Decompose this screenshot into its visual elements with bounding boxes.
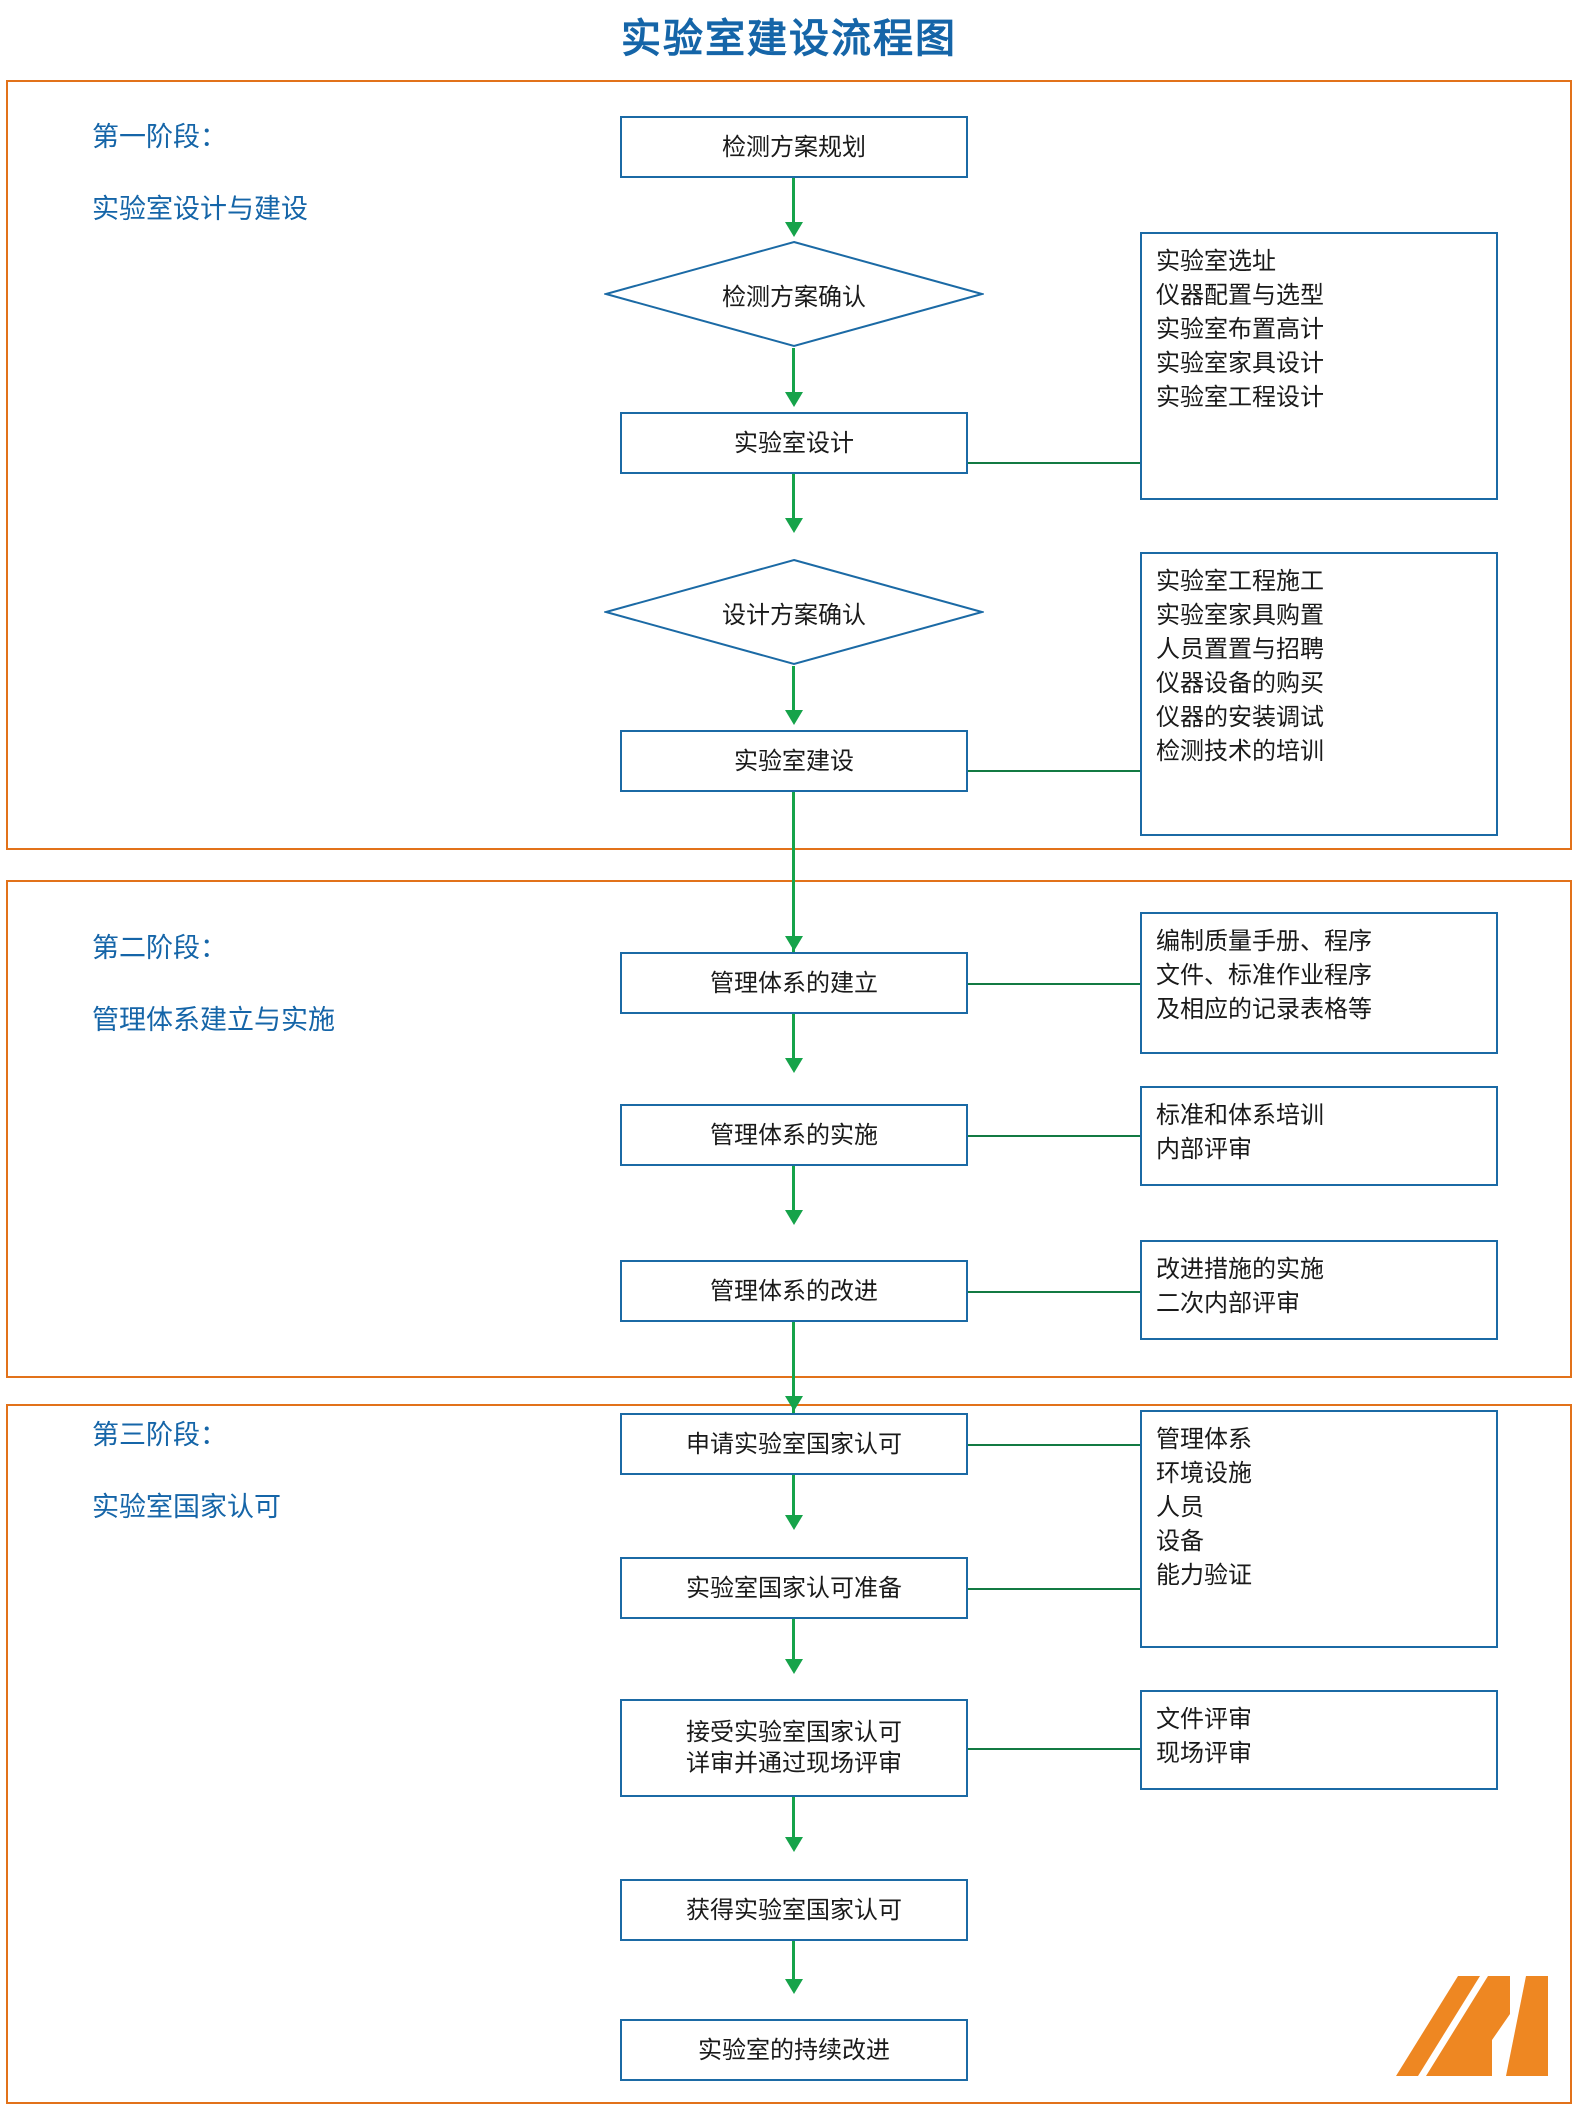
- arrowhead-n6-n7: [785, 1058, 803, 1073]
- connector-n2-n3: [792, 348, 795, 396]
- decision-label: 检测方案确认: [722, 282, 866, 311]
- detail-line: 文件、标准作业程序: [1156, 961, 1372, 990]
- detail-line: 实验室工程设计: [1156, 383, 1324, 412]
- connector-n9-detail6: [968, 1444, 1140, 1446]
- arrowhead-n3-n4: [785, 518, 803, 533]
- node-obtain-accreditation[interactable]: 获得实验室国家认可: [620, 1879, 968, 1941]
- arrowhead-n2-n3: [785, 392, 803, 407]
- connector-n11-detail7: [968, 1748, 1140, 1750]
- connector-n1-n2: [792, 178, 795, 226]
- arrowhead-n11-n12: [785, 1837, 803, 1852]
- detail-line: 管理体系: [1156, 1425, 1252, 1453]
- detail-line: 实验室工程施工: [1156, 567, 1324, 595]
- arrowhead-n7-n8: [785, 1210, 803, 1225]
- connector-stage1-stage2: [792, 792, 795, 952]
- decision-design-plan-confirm[interactable]: 设计方案确认: [604, 558, 984, 666]
- detail-box-review-types: 文件评审 现场评审: [1140, 1690, 1498, 1790]
- stage-1-label-line2: 实验室设计与建设: [92, 194, 308, 225]
- connector-n8-detail5: [968, 1291, 1140, 1293]
- detail-line: 环境设施: [1156, 1459, 1252, 1488]
- connector-n11-n12: [792, 1797, 795, 1841]
- node-lab-design[interactable]: 实验室设计: [620, 412, 968, 474]
- arrowhead-stage2-stage3: [785, 1396, 803, 1411]
- detail-line: 仪器配置与选型: [1156, 281, 1324, 310]
- node-line-2: 详审并通过现场评审: [686, 1749, 902, 1777]
- connector-n5-detail2: [968, 770, 1140, 772]
- detail-line: 仪器设备的购买: [1156, 669, 1324, 698]
- detail-line: 改进措施的实施: [1156, 1255, 1324, 1283]
- detail-line: 人员置置与招聘: [1156, 635, 1324, 664]
- stage-1-label-line1: 第一阶段：: [92, 122, 227, 153]
- node-detection-plan[interactable]: 检测方案规划: [620, 116, 968, 178]
- detail-line: 文件评审: [1156, 1705, 1252, 1733]
- detail-box-lab-construction: 实验室工程施工 实验室家具购置 人员置置与招聘 仪器设备的购买 仪器的安装调试 …: [1140, 552, 1498, 836]
- arrowhead-n1-n2: [785, 222, 803, 237]
- connector-n7-n8: [792, 1166, 795, 1214]
- detail-line: 内部评审: [1156, 1135, 1252, 1164]
- detail-box-lab-design: 实验室选址 仪器配置与选型 实验室布置高计 实验室家具设计 实验室工程设计: [1140, 232, 1498, 500]
- detail-line: 编制质量手册、程序: [1156, 927, 1372, 955]
- node-lab-construction[interactable]: 实验室建设: [620, 730, 968, 792]
- arrowhead-n12-n13: [785, 1979, 803, 1994]
- stage-1-frame: [6, 80, 1572, 850]
- arrowhead-stage1-stage2: [785, 936, 803, 951]
- decision-detection-plan-confirm[interactable]: 检测方案确认: [604, 240, 984, 348]
- arrowhead-n10-n11: [785, 1659, 803, 1674]
- connector-n7-detail4: [968, 1135, 1140, 1137]
- node-line-1: 接受实验室国家认可: [686, 1717, 902, 1746]
- detail-box-mgmt-setup: 编制质量手册、程序 文件、标准作业程序 及相应的记录表格等: [1140, 912, 1498, 1054]
- detail-line: 人员: [1156, 1493, 1204, 1522]
- detail-line: 检测技术的培训: [1156, 737, 1324, 766]
- node-mgmt-system-implement[interactable]: 管理体系的实施: [620, 1104, 968, 1166]
- connector-stage2-stage3: [792, 1322, 795, 1452]
- node-mgmt-system-improve[interactable]: 管理体系的改进: [620, 1260, 968, 1322]
- node-mgmt-system-setup[interactable]: 管理体系的建立: [620, 952, 968, 1014]
- detail-box-mgmt-implement: 标准和体系培训 内部评审: [1140, 1086, 1498, 1186]
- node-accept-review[interactable]: 接受实验室国家认可 详审并通过现场评审: [620, 1699, 968, 1797]
- detail-line: 实验室家具购置: [1156, 601, 1324, 630]
- stage-2-frame: [6, 880, 1572, 1378]
- detail-line: 设备: [1156, 1527, 1204, 1556]
- detail-line: 及相应的记录表格等: [1156, 995, 1372, 1024]
- node-continuous-improvement[interactable]: 实验室的持续改进: [620, 2019, 968, 2081]
- connector-n10-n11: [792, 1619, 795, 1663]
- node-prepare-accreditation[interactable]: 实验室国家认可准备: [620, 1557, 968, 1619]
- detail-line: 二次内部评审: [1156, 1289, 1300, 1318]
- decision-label: 设计方案确认: [722, 600, 866, 629]
- connector-n6-detail3: [968, 983, 1140, 985]
- detail-box-accreditation-scope: 管理体系 环境设施 人员 设备 能力验证: [1140, 1410, 1498, 1648]
- detail-box-mgmt-improve: 改进措施的实施 二次内部评审: [1140, 1240, 1498, 1340]
- stage-3-label-line2: 实验室国家认可: [92, 1492, 281, 1523]
- detail-line: 实验室家具设计: [1156, 349, 1324, 378]
- connector-n6-n7: [792, 1014, 795, 1062]
- detail-line: 标准和体系培训: [1156, 1101, 1324, 1129]
- connector-n12-n13: [792, 1941, 795, 1983]
- mountain-m-logo: [1396, 1972, 1548, 2084]
- detail-line: 实验室选址: [1156, 247, 1276, 275]
- node-apply-accreditation[interactable]: 申请实验室国家认可: [620, 1413, 968, 1475]
- detail-line: 能力验证: [1156, 1561, 1252, 1590]
- connector-n4-n5: [792, 666, 795, 714]
- connector-n9-n10: [792, 1475, 795, 1519]
- connector-n3-n4: [792, 474, 795, 522]
- detail-line: 仪器的安装调试: [1156, 703, 1324, 732]
- arrowhead-n9-n10: [785, 1515, 803, 1530]
- detail-line: 现场评审: [1156, 1739, 1252, 1768]
- stage-2-label-line2: 管理体系建立与实施: [92, 1005, 335, 1036]
- stage-2-label-line1: 第二阶段：: [92, 933, 227, 964]
- arrowhead-n4-n5: [785, 710, 803, 725]
- page-title: 实验室建设流程图: [621, 16, 957, 62]
- stage-3-label-line1: 第三阶段：: [92, 1420, 227, 1451]
- connector-n3-detail1: [968, 462, 1140, 464]
- connector-n10-detail6: [968, 1588, 1140, 1590]
- detail-line: 实验室布置高计: [1156, 315, 1324, 344]
